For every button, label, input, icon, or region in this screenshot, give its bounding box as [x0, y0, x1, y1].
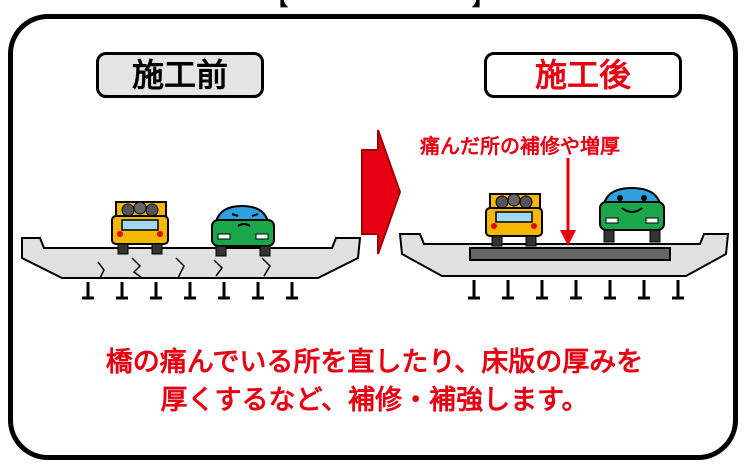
page-title: 【 】 [170, 0, 590, 14]
car-icon [599, 186, 665, 243]
bridge-after [398, 233, 730, 300]
car-icon [211, 204, 275, 257]
red-right-arrow-icon [361, 129, 402, 255]
description-line-1: 橋の痛んでいる所を直したり、床版の厚みを [105, 347, 644, 378]
dump-truck-icon [111, 201, 169, 255]
dump-truck-icon [485, 193, 543, 247]
crack [175, 257, 185, 279]
description-line-2: 厚くするなど、補修・補強します。 [160, 385, 589, 416]
repair-annotation: 痛んだ所の補修や増厚 [420, 134, 620, 158]
after-label: 施工後 [484, 52, 682, 98]
before-label: 施工前 [96, 52, 264, 98]
crack [213, 259, 223, 277]
crack [131, 257, 143, 279]
crack [261, 257, 271, 277]
crack [97, 261, 105, 279]
thickened-slab [469, 247, 671, 261]
bridge-before [21, 237, 362, 300]
